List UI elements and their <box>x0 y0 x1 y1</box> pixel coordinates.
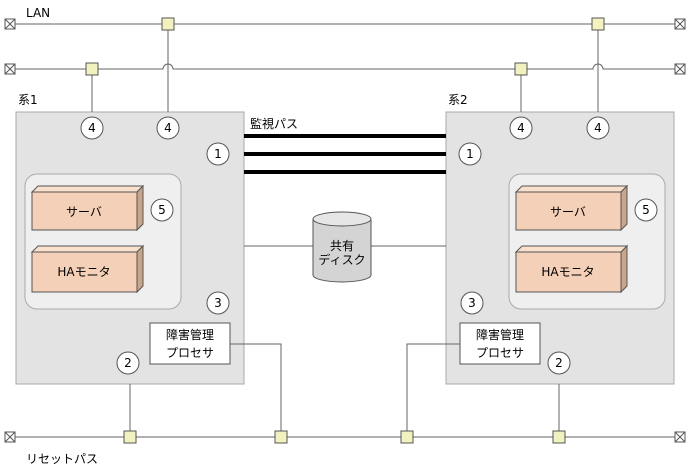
system1-ha-monitor-box: HAモニタ <box>30 244 145 294</box>
svg-text:3: 3 <box>468 296 476 310</box>
system1-server-label: サーバ <box>66 205 102 219</box>
system1-marker-1: 1 <box>206 142 230 166</box>
lan-terminator-right-top <box>674 18 686 30</box>
svg-text:5: 5 <box>158 203 166 217</box>
reset-bus <box>10 343 680 438</box>
svg-text:4: 4 <box>517 121 525 135</box>
system1-marker-5: 5 <box>150 198 174 222</box>
system1-marker-4-right: 4 <box>156 116 180 140</box>
lan-connector <box>591 17 605 31</box>
system2-fault-processor: 障害管理 プロセサ <box>459 322 541 365</box>
svg-text:4: 4 <box>88 121 96 135</box>
lan-bus <box>10 23 680 112</box>
lan-label: LAN <box>26 6 50 20</box>
lan-terminator-left-bottom <box>4 63 16 75</box>
svg-text:2: 2 <box>555 356 563 370</box>
svg-text:4: 4 <box>164 121 172 135</box>
shared-disk-label-line1: 共有 <box>330 239 354 253</box>
svg-text:2: 2 <box>124 356 132 370</box>
system2-label: 系2 <box>448 93 468 107</box>
lan-connector <box>161 17 175 31</box>
system1-fault-processor: 障害管理 プロセサ <box>149 322 231 365</box>
system2-fault-processor-line2: プロセサ <box>476 346 524 360</box>
system1-marker-2: 2 <box>116 351 140 375</box>
lan-terminator-left-top <box>4 18 16 30</box>
reset-connector <box>400 430 414 444</box>
svg-text:4: 4 <box>594 121 602 135</box>
reset-terminator-left <box>4 431 16 443</box>
system2-ha-monitor-box: HAモニタ <box>514 244 629 294</box>
shared-disk: 共有 ディスク <box>312 211 372 283</box>
reset-terminator-right <box>674 431 686 443</box>
system2-server-box: サーバ <box>514 184 629 232</box>
system2-marker-4-left: 4 <box>509 116 533 140</box>
monitor-path-lines <box>244 134 446 174</box>
shared-disk-label-line2: ディスク <box>318 252 365 267</box>
svg-text:3: 3 <box>214 296 222 310</box>
system2-marker-4-right: 4 <box>586 116 610 140</box>
system2-ha-monitor-label: HAモニタ <box>541 265 594 279</box>
system1-ha-monitor-label: HAモニタ <box>57 265 110 279</box>
system2-marker-5: 5 <box>634 198 658 222</box>
system1-fault-processor-line1: 障害管理 <box>166 327 214 342</box>
system2-server-label: サーバ <box>550 205 586 219</box>
lan-connector <box>514 62 528 76</box>
reset-connector <box>552 430 566 444</box>
system2-marker-1: 1 <box>458 142 482 166</box>
system1-server-box: サーバ <box>30 184 145 232</box>
system1-marker-4-left: 4 <box>80 116 104 140</box>
reset-connector <box>274 430 288 444</box>
system1-marker-3: 3 <box>206 291 230 315</box>
svg-text:5: 5 <box>642 203 650 217</box>
reset-path-label: リセットパス <box>26 452 98 466</box>
system1-fault-processor-line2: プロセサ <box>166 346 214 360</box>
system2-marker-3: 3 <box>460 291 484 315</box>
reset-connector <box>123 430 137 444</box>
system2-fault-processor-line1: 障害管理 <box>476 327 524 342</box>
lan-terminator-right-bottom <box>674 63 686 75</box>
svg-text:1: 1 <box>214 147 222 161</box>
system1-label: 系1 <box>18 93 38 107</box>
system2-marker-2: 2 <box>547 351 571 375</box>
lan-connector <box>85 62 99 76</box>
svg-text:1: 1 <box>466 147 474 161</box>
monitor-path-label: 監視パス <box>250 116 298 131</box>
